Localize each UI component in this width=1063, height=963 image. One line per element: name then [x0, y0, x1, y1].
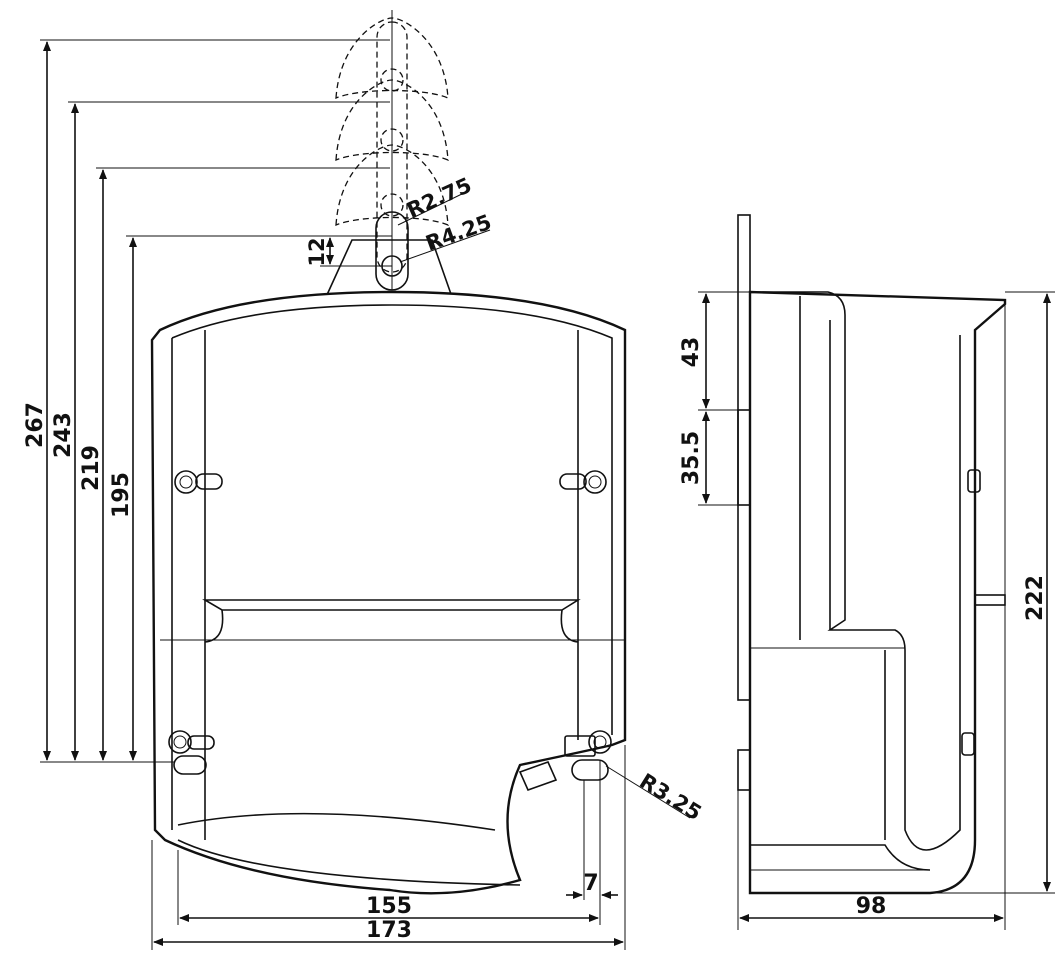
side-view: 43 35.5 222 98: [679, 214, 1055, 930]
dim-r275: R2.75: [403, 173, 475, 223]
dim-267: 267: [23, 402, 48, 448]
dim-43: 43: [679, 337, 704, 368]
dim-98: 98: [856, 894, 887, 919]
dim-173: 173: [366, 918, 412, 943]
dim-219: 219: [79, 445, 104, 491]
hanger-positions: [335, 10, 449, 290]
housing-outline: [150, 290, 627, 895]
dim-r325: R3.25: [635, 769, 705, 825]
front-view: 267 243 219 195 12 R2.75 R4.25 R3.25 7 1…: [23, 10, 706, 950]
dim-35-5: 35.5: [679, 431, 704, 485]
screw-top-right: [559, 470, 607, 494]
dim-155: 155: [366, 894, 412, 919]
dim-7: 7: [583, 871, 598, 896]
dim-195: 195: [109, 472, 134, 518]
screw-bottom-right: [518, 730, 612, 792]
dim-222: 222: [1023, 575, 1048, 621]
dim-12: 12: [305, 237, 329, 266]
screw-bottom-left: [168, 730, 215, 775]
dim-243: 243: [51, 412, 76, 458]
screw-top-left: [174, 470, 223, 494]
dim-r425: R4.25: [423, 210, 495, 256]
